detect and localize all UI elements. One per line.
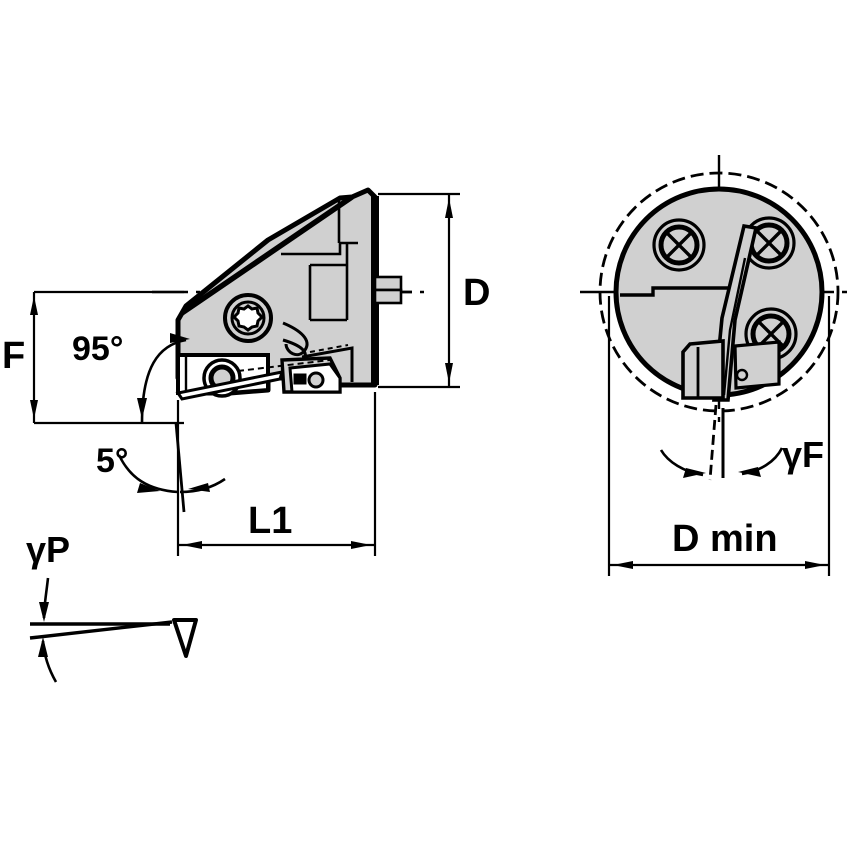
gamma-p-label: γP: [26, 529, 70, 570]
cutting-edge-outline: [175, 370, 285, 401]
d-arrow-bottom: [445, 363, 453, 383]
angle-95-arrow-right: [170, 333, 190, 343]
locating-pin: [373, 275, 412, 305]
dimension-l1: L1: [176, 392, 377, 556]
pin-lower-half: [373, 288, 403, 305]
d-label: D: [463, 272, 490, 314]
angle-95: 95°: [72, 330, 190, 424]
screw-upper-left: [652, 218, 706, 272]
screw-torx-socket-upper: [231, 304, 265, 332]
dimension-d: D: [378, 192, 490, 389]
front-step-lines: [620, 286, 741, 297]
top-chamfer-edge: [180, 194, 354, 316]
l1-arrow-right: [351, 541, 371, 549]
dimension-d-min: D min: [607, 296, 831, 576]
angle-gamma-f: γF: [659, 404, 824, 481]
insert-blade-inner-line: [722, 257, 747, 396]
bore-circle-phantom: [598, 171, 840, 413]
gamma-f-arrow-left: [683, 468, 706, 478]
angle-95-arrow-down: [137, 398, 147, 419]
step-ledge: [620, 286, 741, 297]
l1-label: L1: [248, 500, 292, 542]
insert-rake-line: [301, 346, 354, 382]
gamma-f-arrow-right: [738, 467, 761, 477]
rake-insert-symbol: [172, 618, 198, 658]
gamma-f-label: γF: [782, 434, 824, 475]
angle-5-label: 5°: [96, 442, 129, 480]
gamma-f-reference-line: [708, 404, 718, 481]
gamma-p-arrow-upper: [39, 602, 49, 622]
front-pocket-block: [681, 339, 725, 400]
dimension-f: F: [2, 290, 184, 425]
d-arrow-top: [445, 198, 453, 218]
d-min-arrow-right: [805, 561, 825, 569]
clamp-screw-upper: [223, 293, 273, 343]
angle-5-arrow-right: [188, 483, 210, 492]
body-internal-lines: [281, 197, 358, 322]
gamma-p-arrow-lower: [38, 637, 48, 657]
angle-5: 5°: [96, 422, 226, 513]
l1-arrow-left: [182, 541, 202, 549]
d-min-label: D min: [672, 518, 778, 560]
insert-tip-hidden-line: [237, 359, 331, 372]
cutting-insert-block: [280, 344, 354, 394]
angle-5-reference-line: [174, 422, 186, 513]
rake-angled-line: [29, 620, 173, 640]
front-view: γF D min: [580, 155, 848, 576]
f-arrow-bottom: [30, 400, 38, 419]
screw-upper-right-cross-b: [754, 228, 784, 258]
d-min-arrow-left: [613, 561, 633, 569]
side-view: F D L1: [2, 187, 490, 556]
front-clamp-piece: [733, 340, 781, 390]
f-label: F: [2, 335, 25, 377]
insert-hidden-line: [309, 344, 349, 353]
step-line-upper: [281, 241, 358, 256]
angle-5-arc-left: [117, 454, 179, 494]
angle-5-arrow-left: [137, 483, 160, 493]
f-arrow-top: [30, 296, 38, 315]
rake-detail: γP: [26, 529, 198, 683]
cutting-edge: [175, 370, 285, 401]
insert-notch: [293, 373, 307, 385]
pocket-block-outline: [681, 339, 725, 400]
angle-95-label: 95°: [72, 330, 123, 368]
clamp-piece-hole: [735, 368, 749, 382]
insert-screw: [307, 371, 325, 389]
pin-upper-half: [373, 275, 403, 292]
screw-upper-left-cross-b: [664, 230, 694, 260]
